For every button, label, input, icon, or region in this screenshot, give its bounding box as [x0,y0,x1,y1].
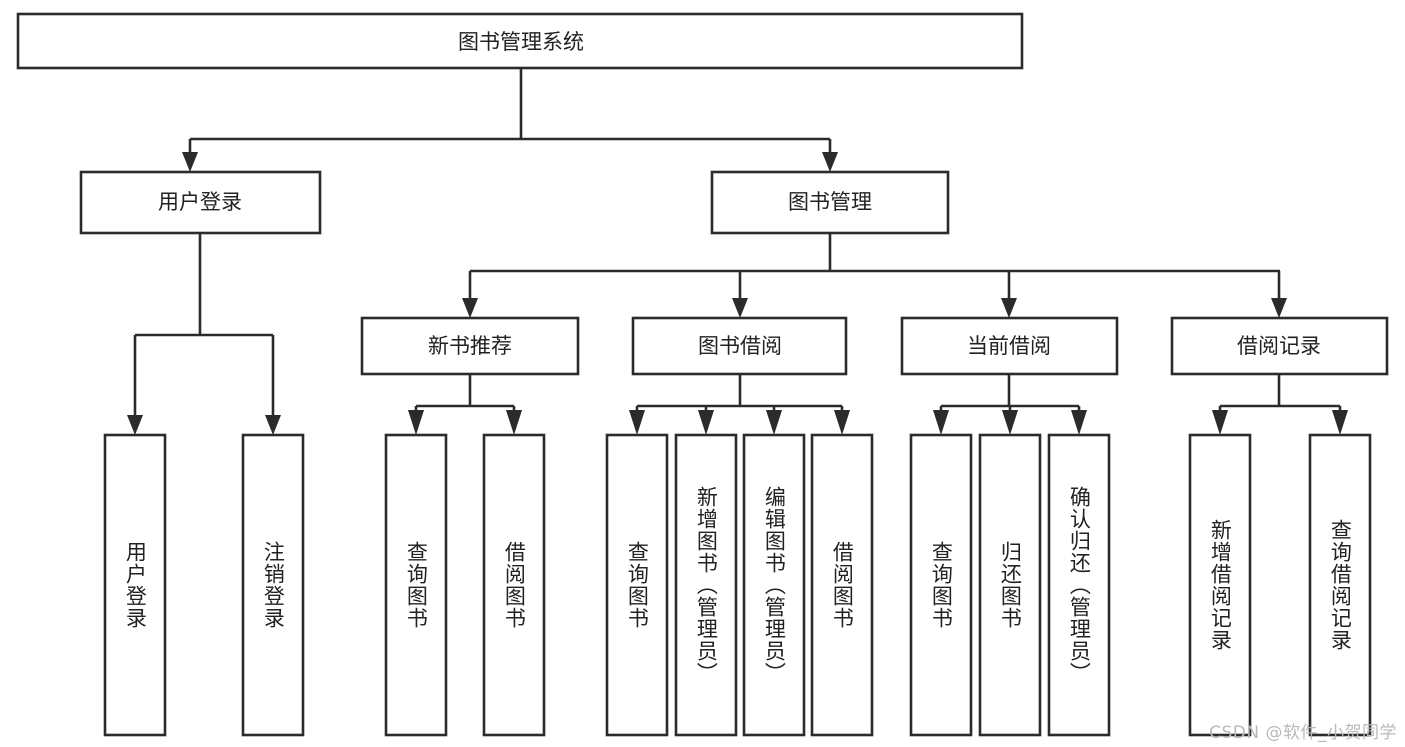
arrow-head-icon [1212,410,1228,435]
node-box-leaf[interactable] [742,433,806,737]
arrow-head-icon [732,298,748,318]
arrow-head-icon [834,410,850,435]
node-box-leaf[interactable] [605,433,669,737]
node-book-management[interactable]: 图书管理 [710,170,950,235]
node-box-leaf[interactable] [909,433,973,737]
arrow-head-icon [1071,410,1087,435]
node-new-book-recommend[interactable]: 新书推荐 [360,316,580,376]
node-book-borrow[interactable]: 图书借阅 [631,316,848,376]
node-box-leaf[interactable] [1047,433,1111,737]
node-box-leaf[interactable] [482,433,546,737]
node-box-current-borrow[interactable] [900,316,1119,376]
node-label-current-borrow: 当前借阅 [967,334,1051,358]
node-box-leaf[interactable] [810,433,874,737]
node-root[interactable]: 图书管理系统 [16,12,1024,70]
node-user-login[interactable]: 用户登录 [79,170,322,235]
arrow-head-icon [127,415,143,435]
edge-group-current-borrow [933,374,1087,435]
node-box-borrow-record[interactable] [1170,316,1389,376]
arrow-head-icon [1001,298,1017,318]
node-box-book-management[interactable] [710,170,950,235]
edge-group-root [182,68,838,172]
node-box-new-book-recommend[interactable] [360,316,580,376]
node-label-user-login: 用户登录 [158,190,242,214]
node-box-user-login[interactable] [79,170,322,235]
arrow-head-icon [822,152,838,172]
edge-group-borrow-record [1212,374,1348,435]
node-box-root[interactable] [16,12,1024,70]
node-borrow-record[interactable]: 借阅记录 [1170,316,1389,376]
arrow-head-icon [933,410,949,435]
node-label-book-borrow: 图书借阅 [698,334,782,358]
arrow-head-icon [1002,410,1018,435]
arrow-head-icon [698,410,714,435]
arrow-head-icon [462,298,478,318]
arrow-head-icon [1332,410,1348,435]
arrow-head-icon [1271,298,1287,318]
arrow-head-icon [506,410,522,435]
arrow-head-icon [265,415,281,435]
node-label-borrow-record: 借阅记录 [1237,334,1321,358]
edge-group-book-mgmt [462,233,1287,318]
node-box-book-borrow[interactable] [631,316,848,376]
arrow-head-icon [182,152,198,172]
node-box-leaf[interactable] [674,433,738,737]
arrow-head-icon [766,410,782,435]
edge-group-borrow [629,374,850,435]
node-box-leaf[interactable] [1308,433,1372,737]
node-box-leaf[interactable] [241,433,305,737]
node-current-borrow[interactable]: 当前借阅 [900,316,1119,376]
node-label-new-book-recommend: 新书推荐 [428,334,512,358]
node-label-book-management: 图书管理 [788,190,872,214]
node-box-leaf[interactable] [384,433,448,737]
node-box-leaf[interactable] [1188,433,1252,737]
node-label-root: 图书管理系统 [458,30,584,54]
edge-group-new-book [408,374,522,435]
arrow-head-icon [408,410,424,435]
leaf-node-group [103,433,1372,737]
arrow-head-icon [629,410,645,435]
csdn-watermark: CSDN @软件_小贺同学 [1209,723,1397,743]
edge-group-user-login [127,233,281,435]
node-box-leaf[interactable] [103,433,167,737]
node-box-leaf[interactable] [978,433,1042,737]
